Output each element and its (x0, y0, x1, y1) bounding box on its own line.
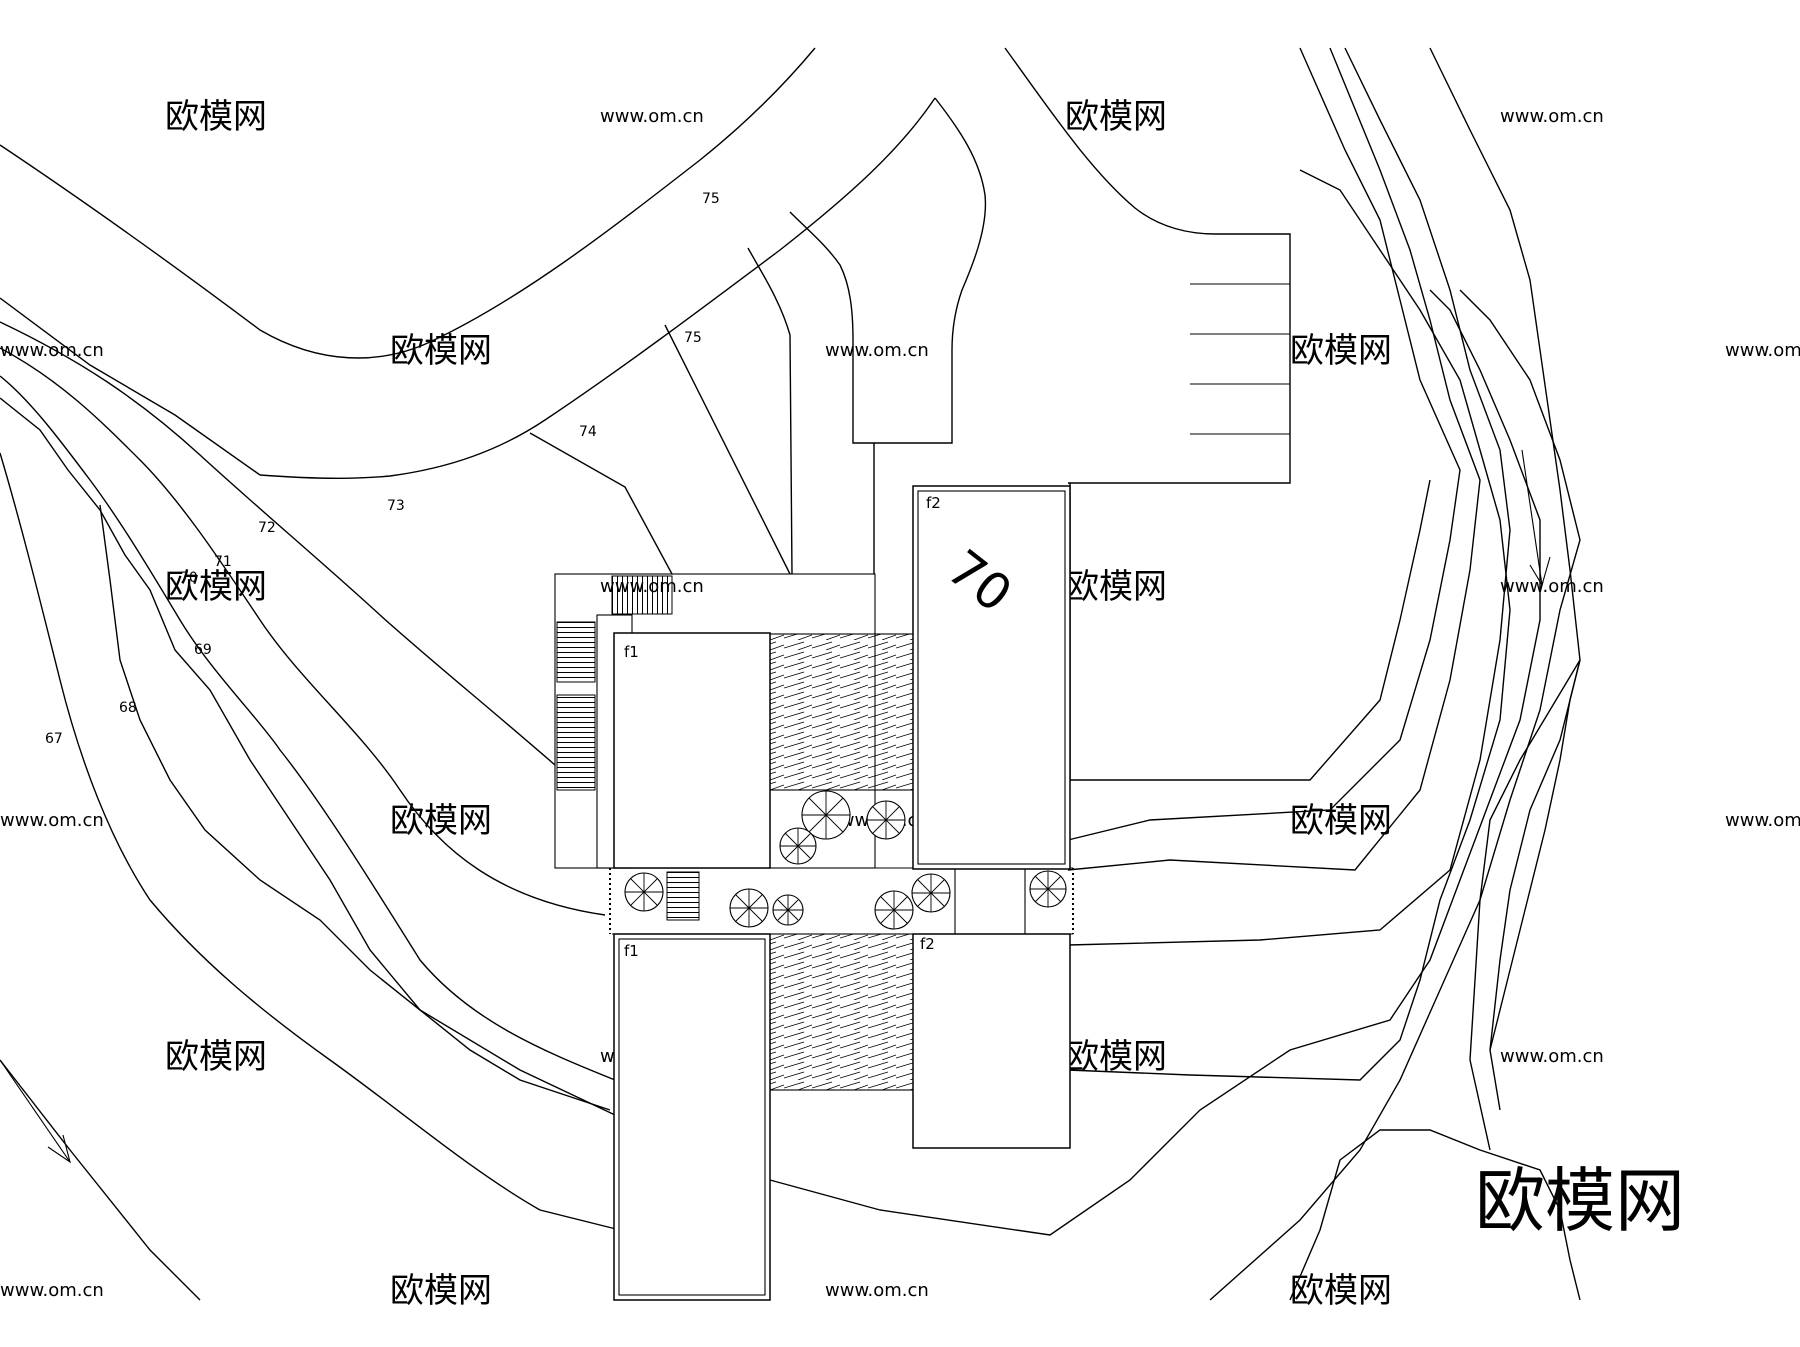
contour-line (0, 297, 261, 476)
tree-icon (866, 800, 906, 840)
contour-line (0, 397, 611, 1111)
contour-label: 71 (214, 554, 232, 570)
contour-line (769, 289, 1541, 1236)
watermark: www.om.cn (825, 1280, 929, 1301)
contour-line (1429, 47, 1581, 1111)
watermark: www.om.cn (0, 810, 104, 831)
driveway-inner-left (789, 97, 987, 444)
watermark: www.om.cn (1500, 1046, 1604, 1067)
building-label: f2 (920, 935, 935, 953)
building-f1-north[interactable] (613, 632, 771, 869)
watermark: 欧模网 (165, 1037, 267, 1077)
contour-line (99, 504, 616, 1116)
contour-line (0, 375, 616, 1081)
watermark: 欧模网 (390, 1271, 492, 1311)
contour-line (1289, 1129, 1581, 1301)
steps-left-2 (556, 694, 596, 791)
contour-label: 72 (258, 520, 276, 536)
watermark: 欧模网 (1290, 801, 1392, 841)
contour-line (1067, 169, 1511, 1081)
contour-line (747, 247, 793, 575)
contour-label: 70 (180, 570, 198, 586)
contour-line (0, 452, 621, 1231)
flow-arrows (0, 449, 1551, 1164)
contour-labels: 75 75 74 73 72 71 70 69 68 67 (45, 191, 720, 747)
watermark: www.om.cn (1725, 810, 1800, 831)
steps-lower (666, 871, 700, 921)
watermark: 欧模网 (1290, 331, 1392, 371)
watermark: www.om.cn (825, 340, 929, 361)
watermark: 欧模网 (165, 567, 267, 607)
buildings (613, 485, 1071, 1301)
tree-icon (779, 827, 817, 865)
building-f2-north[interactable] (912, 485, 1071, 870)
watermark: www.om.cn (0, 340, 104, 361)
flow-arrow-icon (1521, 449, 1551, 587)
contour-line (1209, 289, 1581, 1301)
contour-label: 74 (579, 424, 597, 440)
contour-line (0, 321, 556, 766)
steps-left (556, 621, 596, 683)
trees (624, 790, 1067, 930)
contour-line (1067, 47, 1481, 871)
building-f1-south-inner (618, 938, 766, 1296)
tree-icon (874, 890, 914, 930)
road-lower-edge (259, 97, 936, 479)
watermark: 欧模网 (1065, 97, 1167, 137)
contour-label: 73 (387, 498, 405, 514)
contour-line (1067, 47, 1461, 841)
tree-icon (1029, 870, 1067, 908)
flow-arrow-icon (0, 1059, 71, 1164)
driveway-upper-edge (1004, 47, 1291, 484)
contour-label: 69 (194, 642, 212, 658)
contour-line (0, 347, 606, 916)
watermark: 欧模网 (390, 801, 492, 841)
contour-line (0, 1059, 201, 1301)
tree-icon (624, 872, 664, 912)
road-outline (0, 47, 1291, 574)
tree-icon (772, 894, 804, 926)
road-upper-edge (0, 47, 816, 359)
building-label: f1 (624, 942, 639, 960)
building-f2-north-inner (917, 490, 1066, 865)
contour-line (1469, 659, 1581, 1151)
paving-upper (769, 633, 915, 791)
contour-line (664, 324, 791, 575)
watermark: 欧模网 (1290, 1271, 1392, 1311)
contour-label: 75 (702, 191, 720, 207)
contour-label: 75 (684, 330, 702, 346)
contour-line (1069, 479, 1431, 781)
watermark: www.om.cn (1500, 576, 1604, 597)
contour-label: 67 (45, 731, 63, 747)
watermark: www.om.cn (0, 1280, 104, 1301)
contour-label: 68 (119, 700, 137, 716)
tree-icon (801, 790, 851, 840)
contour-line (529, 432, 673, 575)
building-f2-south[interactable] (912, 933, 1071, 1149)
contour-line (1489, 659, 1581, 1051)
brand-logo: 欧模网 (1475, 1160, 1685, 1242)
steps-top (611, 575, 673, 615)
watermark: www.om.cn (600, 106, 704, 127)
tree-icon (911, 873, 951, 913)
building-f1-south[interactable] (613, 933, 771, 1301)
watermark: www.om.cn (1725, 340, 1800, 361)
watermark: 欧模网 (1065, 567, 1167, 607)
paving-lower (769, 933, 915, 1091)
contour-lines (0, 47, 1581, 1301)
watermark: www.om.cn (1500, 106, 1604, 127)
contour-line (1067, 47, 1511, 946)
building-label: f2 (926, 494, 941, 512)
tree-icon (729, 888, 769, 928)
building-label: f1 (624, 643, 639, 661)
watermark: 欧模网 (165, 97, 267, 137)
